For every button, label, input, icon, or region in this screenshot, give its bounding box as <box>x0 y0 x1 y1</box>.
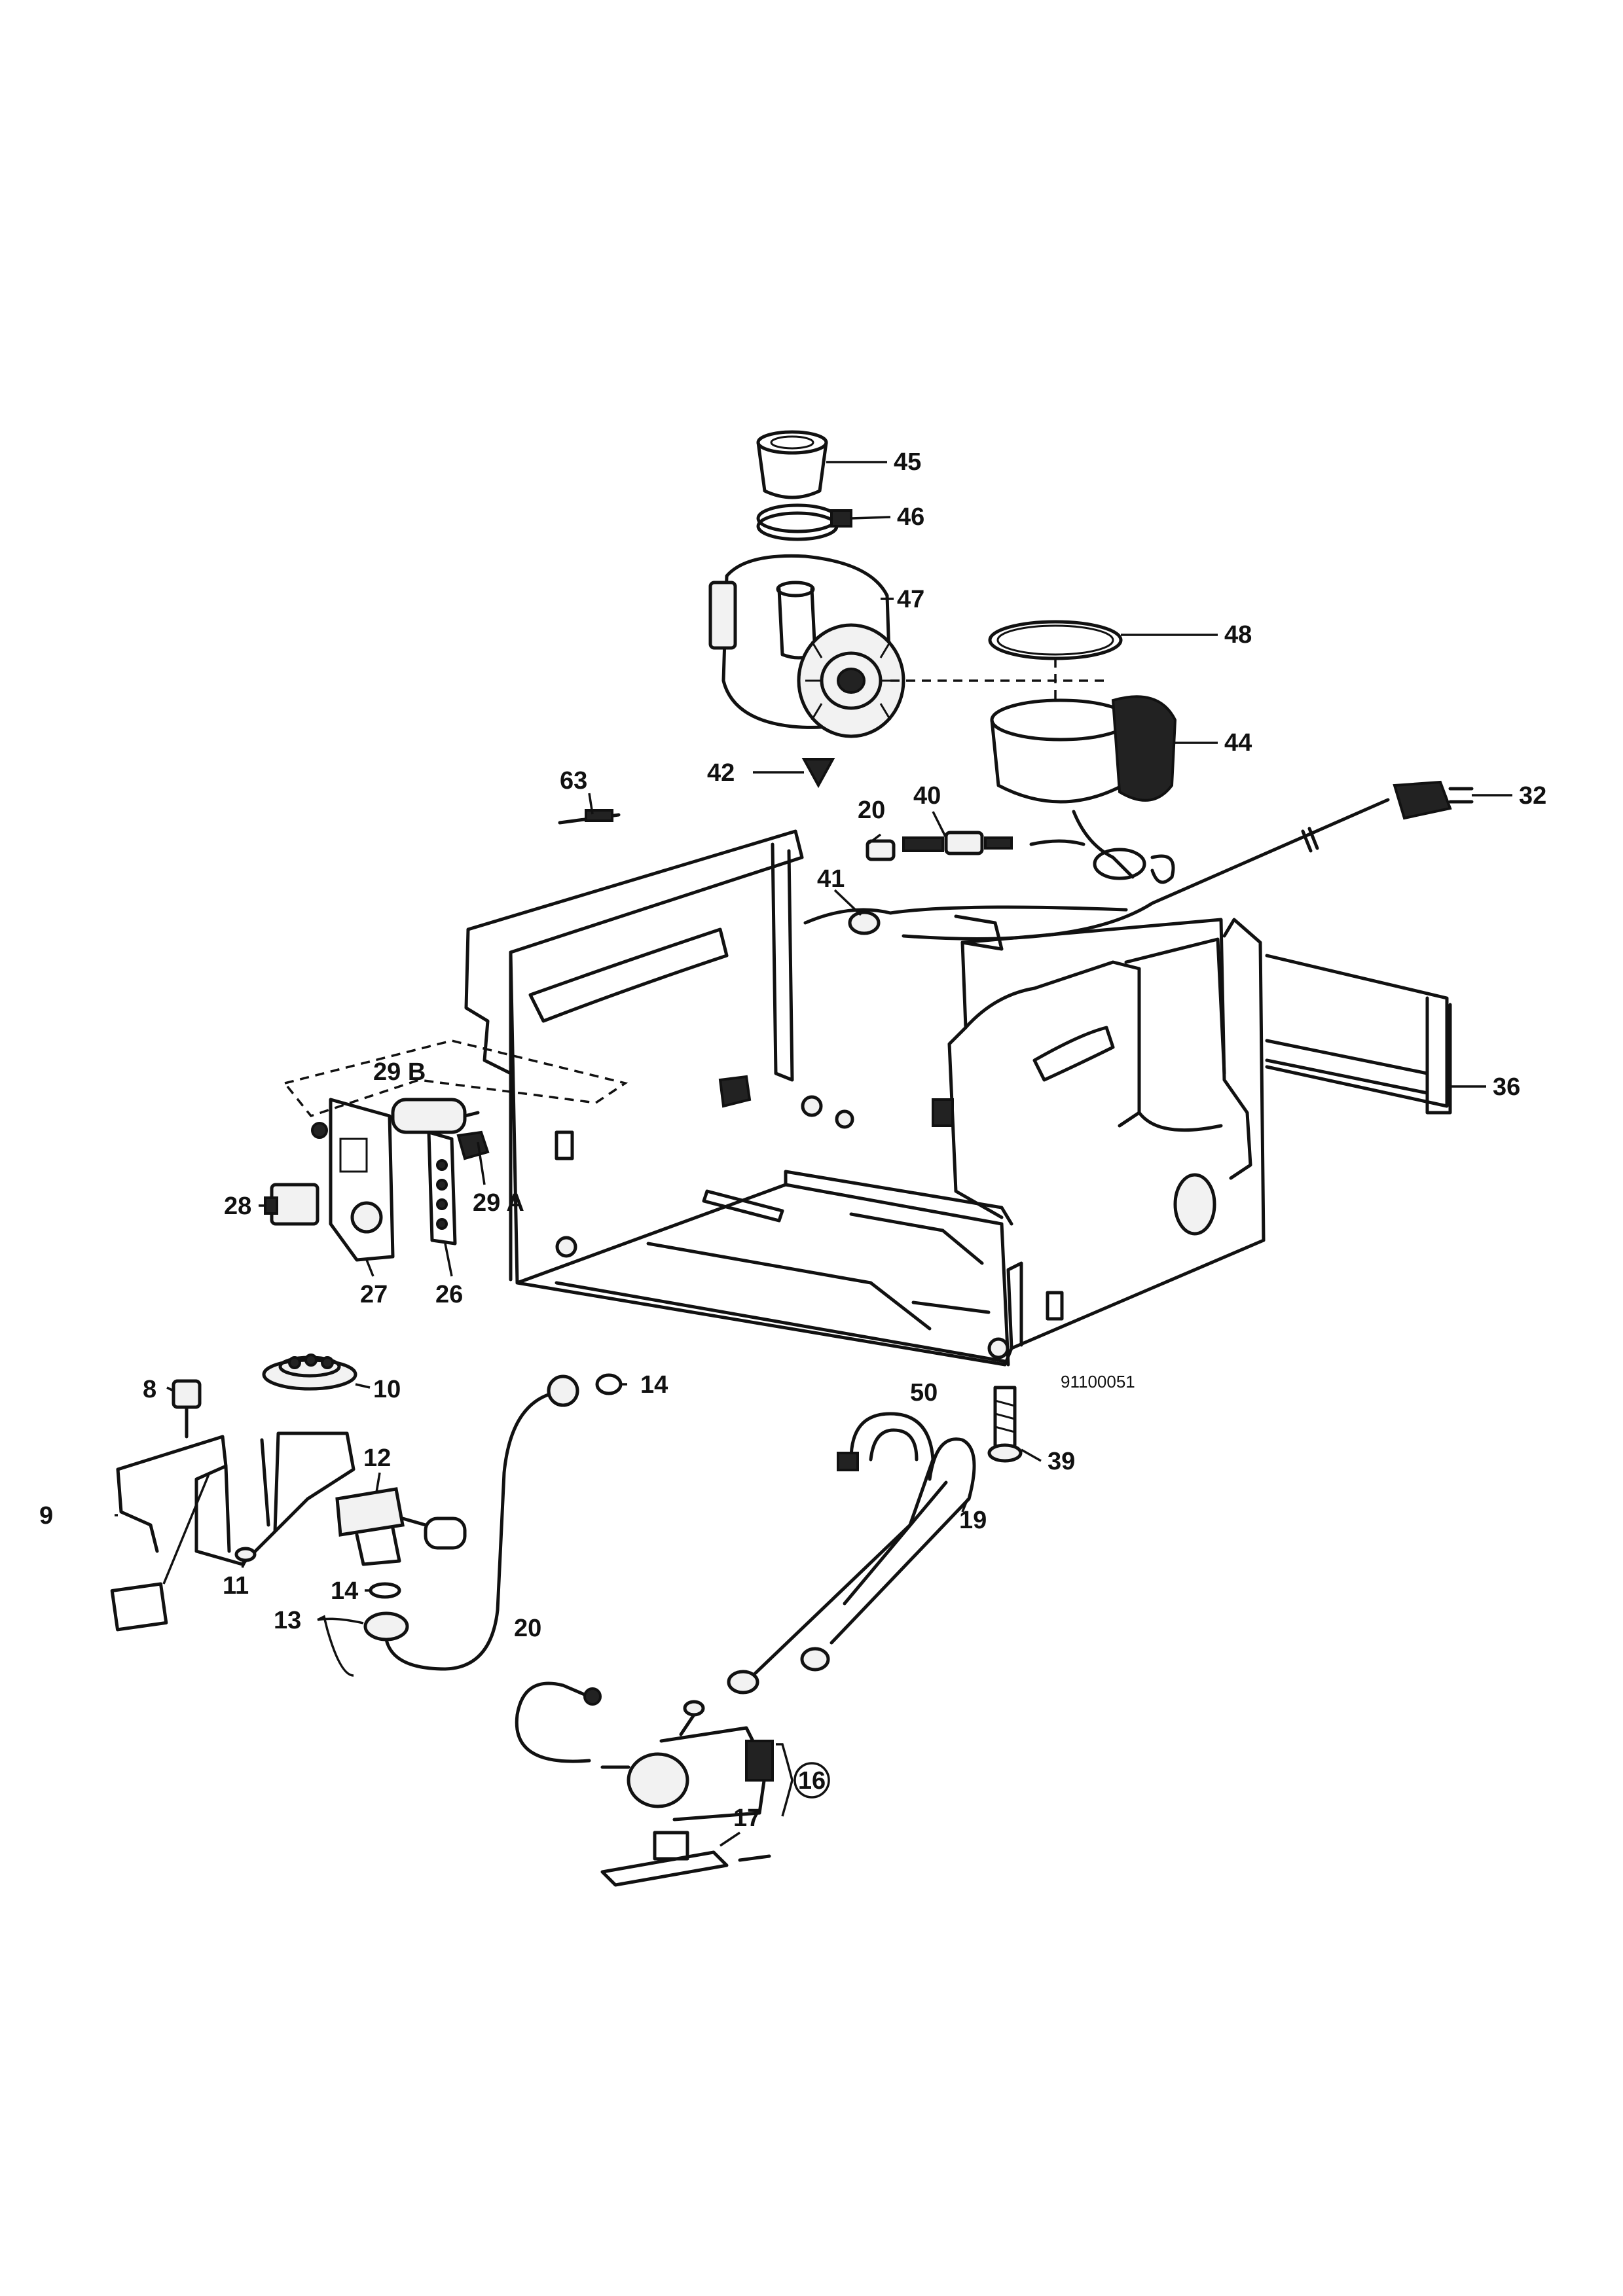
callout-39: 39 <box>1048 1448 1075 1475</box>
callout-41: 41 <box>817 865 845 893</box>
impeller-nut-42 <box>801 758 835 789</box>
callout-46: 46 <box>897 503 924 531</box>
leader-lines <box>115 461 1512 1847</box>
nut-13 <box>363 1611 409 1641</box>
base-frame <box>464 829 1266 1367</box>
valve-fitting-12 <box>335 1487 467 1566</box>
callout-36: 36 <box>1493 1073 1520 1101</box>
valve-assembly-40 <box>902 831 1085 855</box>
bracket-9 <box>116 1431 356 1566</box>
capacitor-29b <box>391 1098 480 1134</box>
side-rail-36 <box>1265 954 1452 1115</box>
gasket-ring-48 <box>988 620 1123 660</box>
callout-29b: 29 B <box>373 1058 426 1086</box>
callout-28: 28 <box>224 1193 251 1220</box>
callout-29a: 29 A <box>473 1189 524 1217</box>
washer-14-lower <box>369 1582 401 1599</box>
callout-16-circle <box>793 1762 830 1799</box>
callout-50: 50 <box>910 1379 938 1407</box>
circulation-pump-47 <box>708 554 905 738</box>
callout-8: 8 <box>143 1376 156 1403</box>
filter-cup-45 <box>756 430 828 499</box>
hose-with-nut <box>384 1373 623 1671</box>
callout-9: 9 <box>39 1502 53 1530</box>
terminal-strip-26 <box>427 1130 457 1246</box>
label-plate <box>110 1472 211 1632</box>
callout-32: 32 <box>1519 782 1546 810</box>
callout-48: 48 <box>1224 621 1252 649</box>
callout-20-top: 20 <box>858 797 885 824</box>
hose-19 <box>800 1437 976 1672</box>
pump-bracket-17 <box>600 1831 771 1887</box>
callout-13: 13 <box>274 1607 301 1634</box>
callout-45: 45 <box>894 448 921 476</box>
callout-17: 17 <box>733 1804 761 1832</box>
callout-12: 12 <box>363 1444 391 1472</box>
callout-40: 40 <box>913 782 941 810</box>
callout-labels: 45 46 47 48 44 42 32 63 20 40 41 36 29 B… <box>39 448 1546 1832</box>
callout-16: 16 <box>798 1767 826 1795</box>
spring-clip <box>1150 854 1175 884</box>
hose-20-lower <box>515 1681 602 1763</box>
callout-27: 27 <box>360 1281 388 1308</box>
callout-44: 44 <box>1224 729 1252 757</box>
diagram-code: 91100051 <box>1061 1372 1135 1391</box>
callout-19: 19 <box>959 1507 987 1534</box>
callout-14-top: 14 <box>640 1371 668 1399</box>
callout-20-lower: 20 <box>514 1615 541 1642</box>
callout-42: 42 <box>707 759 735 787</box>
callout-26: 26 <box>435 1281 463 1308</box>
callout-14-lower: 14 <box>331 1577 358 1605</box>
hose-50 <box>727 1412 935 1695</box>
clip-41 <box>803 905 1128 935</box>
nut-11 <box>234 1547 257 1562</box>
screw-39 <box>987 1386 1023 1463</box>
pressure-switch-10 <box>262 1354 357 1391</box>
callout-63: 63 <box>560 767 587 795</box>
drain-pump-16 <box>600 1700 774 1821</box>
callout-10: 10 <box>373 1376 401 1403</box>
sump-housing-44 <box>990 695 1177 880</box>
hose-clamp-46 <box>756 503 852 541</box>
spray-pin-63 <box>558 809 621 825</box>
hose-connector-20-top <box>866 839 896 861</box>
switch-29a <box>456 1130 490 1160</box>
relay-28 <box>264 1183 319 1226</box>
mounting-plate-27 <box>311 1098 395 1262</box>
callout-11: 11 <box>223 1572 249 1600</box>
mains-cable-plug-32 <box>902 780 1474 941</box>
thermostat-8 <box>172 1379 202 1439</box>
bracket-outline <box>282 1039 629 1118</box>
callout-47: 47 <box>897 586 924 613</box>
